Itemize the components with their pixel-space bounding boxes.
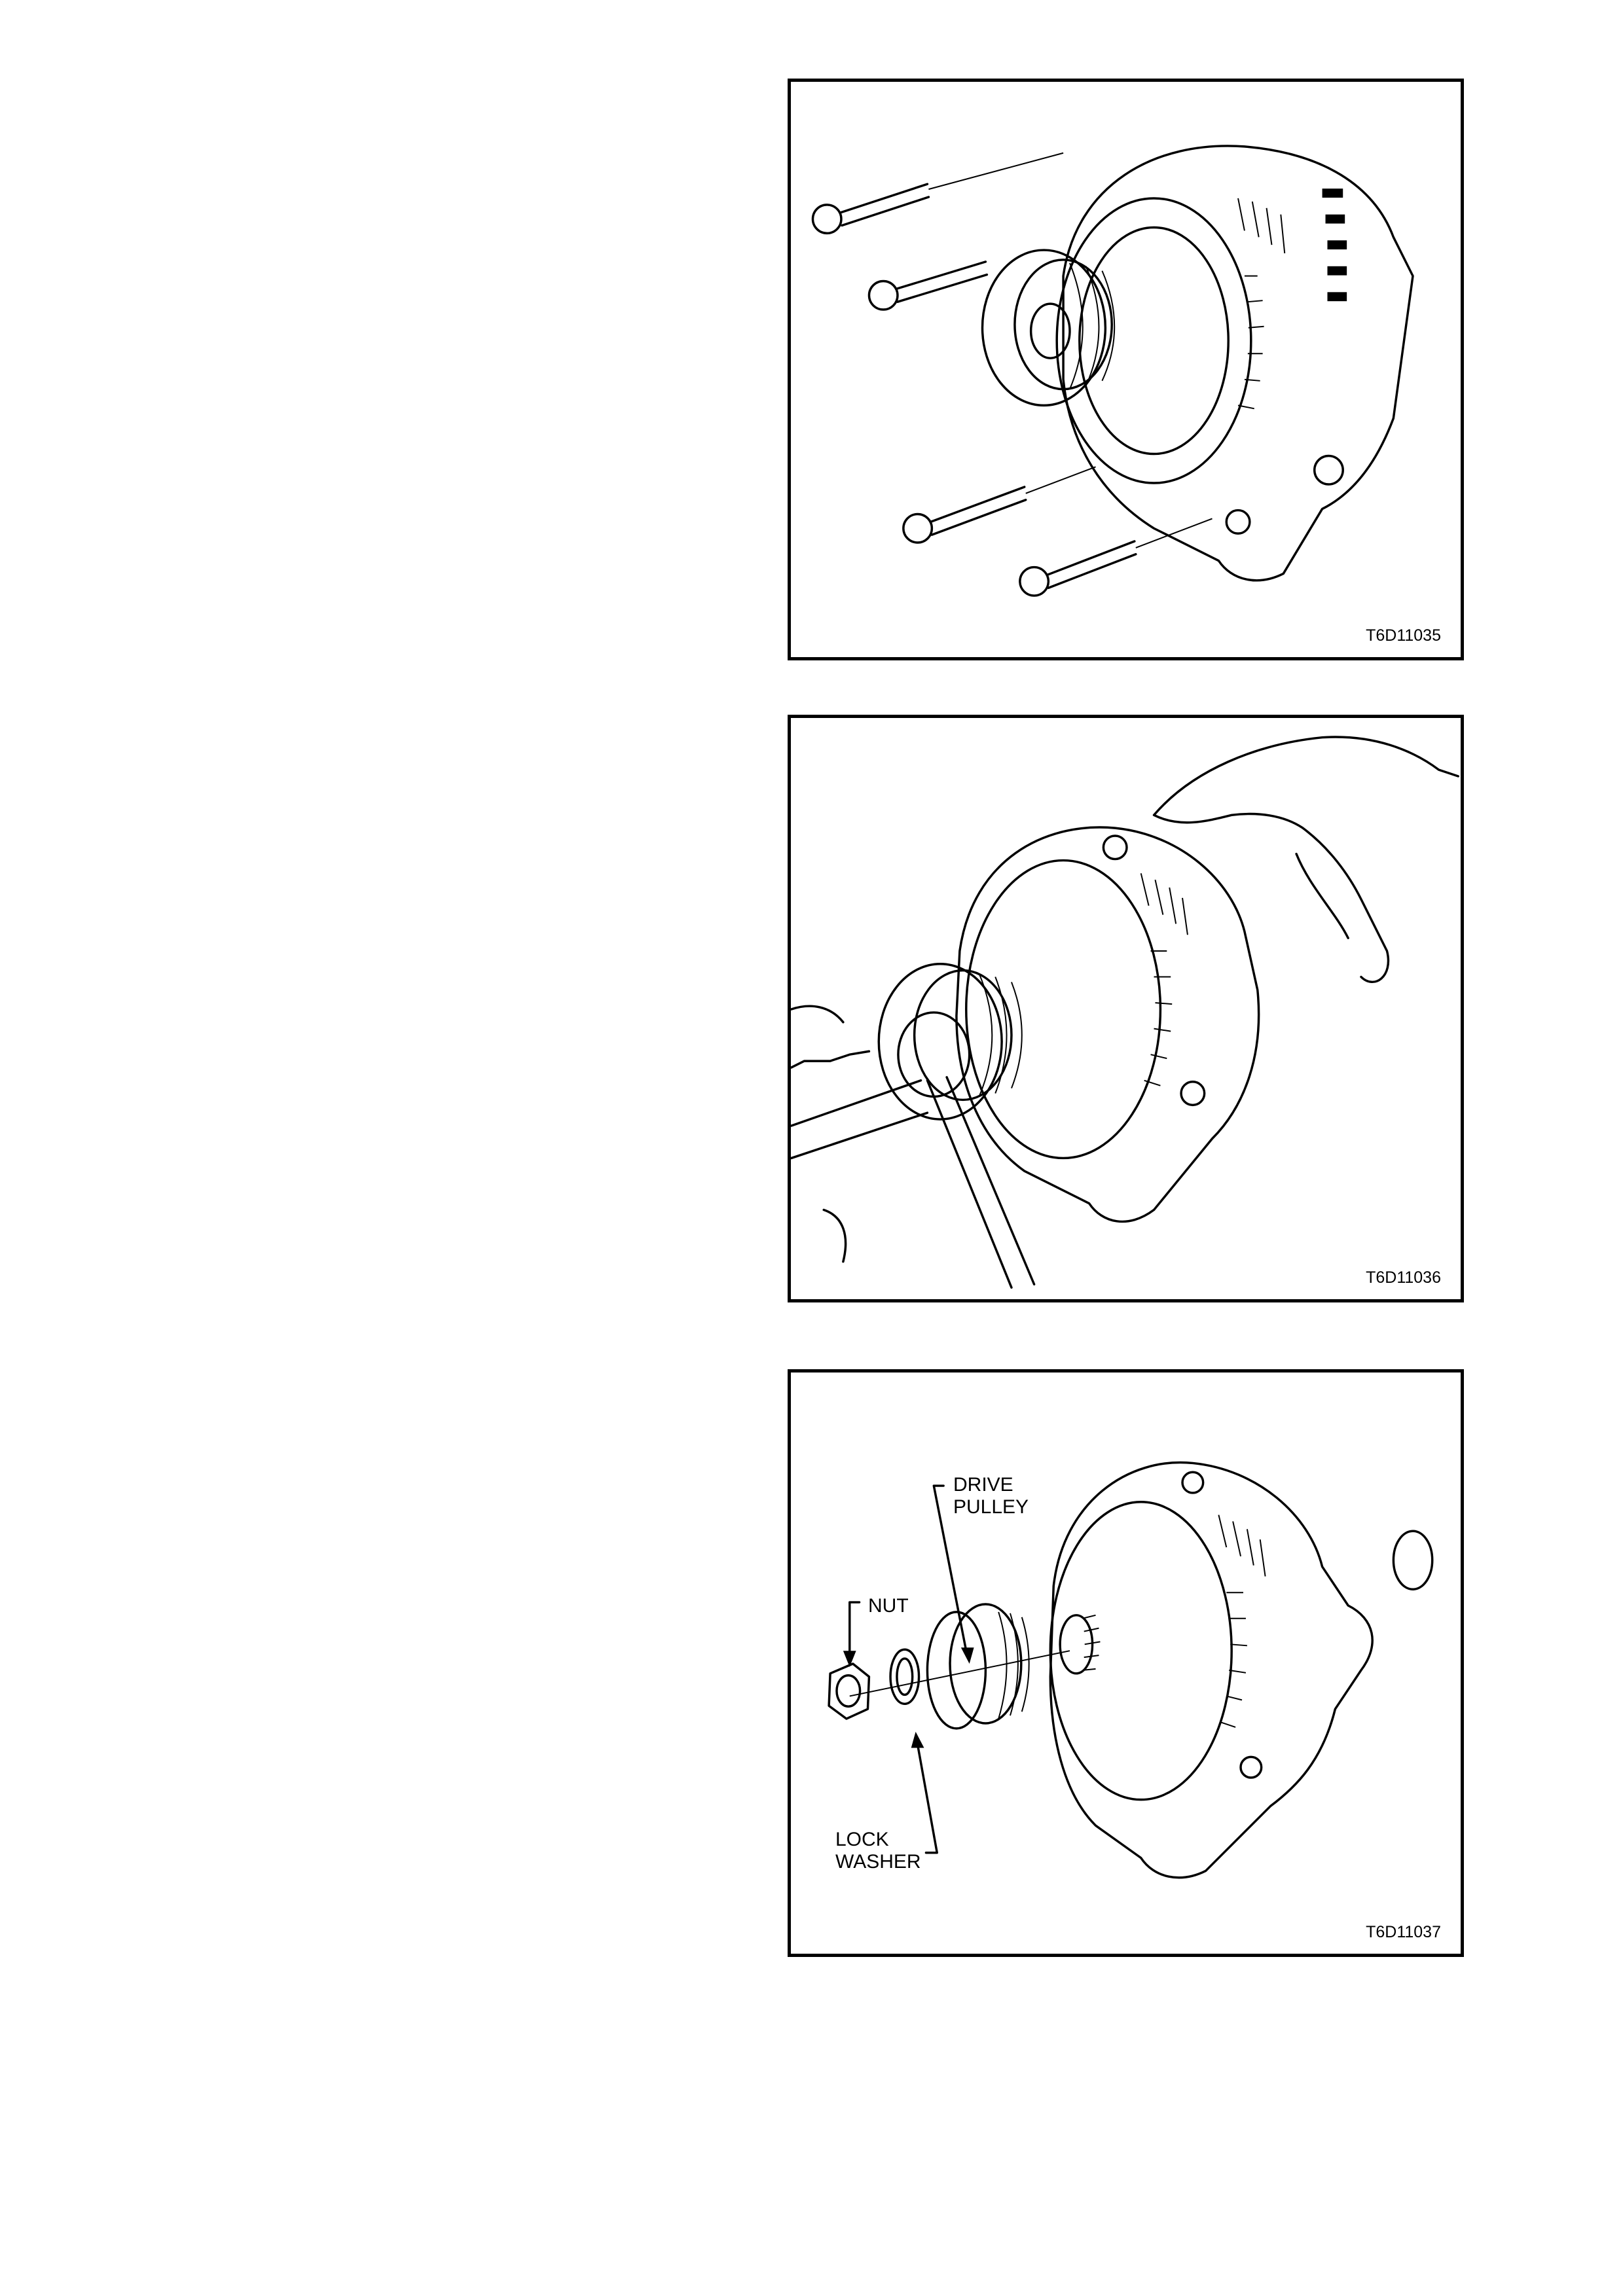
lock-washer (890, 1649, 919, 1704)
leader-lines (843, 1486, 974, 1853)
figure-code: T6D11036 (1366, 1268, 1441, 1287)
lock-washer-label: LOCK WASHER (835, 1829, 921, 1873)
figure-through-bolts: T6D11035 (788, 79, 1464, 660)
center-axis (850, 1651, 1070, 1696)
alternator-body (1050, 1463, 1432, 1878)
drive-pulley (879, 964, 1022, 1119)
nut (829, 1664, 869, 1719)
pulley-removal-illustration (791, 718, 1461, 1299)
hand (1154, 737, 1459, 982)
drive-pulley (982, 250, 1114, 405)
through-bolt (869, 262, 987, 310)
rotor-shaft (1060, 1615, 1100, 1674)
alternator-through-bolts-illustration (791, 82, 1461, 657)
figure-exploded-pulley: DRIVE PULLEY NUT LOCK WASHER T6D11037 (788, 1369, 1464, 1957)
through-bolt (1020, 518, 1213, 596)
through-bolt (812, 153, 1063, 234)
nut-label: NUT (868, 1595, 909, 1617)
alternator-body (957, 827, 1259, 1221)
figure-code: T6D11035 (1366, 626, 1441, 645)
figure-code: T6D11037 (1366, 1923, 1441, 1942)
figure-pulley-removal: T6D11036 (788, 715, 1464, 1302)
through-bolt (903, 467, 1096, 543)
alternator-body (1057, 146, 1413, 581)
drive-pulley-label: DRIVE PULLEY (953, 1474, 1029, 1518)
drive-pulley (927, 1604, 1029, 1729)
